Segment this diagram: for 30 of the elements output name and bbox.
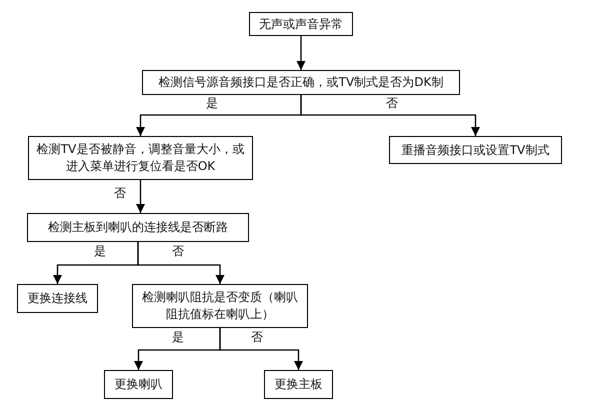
edge-label: 否 <box>112 186 128 200</box>
box-text: 检测TV是否被静音，调整音量大小，或进入菜单进行复位看是否OK <box>36 141 246 175</box>
box-text: 更换连接线 <box>28 290 88 307</box>
edge-label: 否 <box>170 244 186 258</box>
box-text: 更换主板 <box>274 376 322 393</box>
arrow <box>136 180 146 213</box>
process-box <box>104 370 173 399</box>
edge-label: 是 <box>170 330 186 344</box>
process-box <box>389 136 562 164</box>
process-box <box>132 284 308 328</box>
edge-label: 否 <box>384 96 400 110</box>
process-box <box>17 284 98 313</box>
process-box <box>142 70 460 95</box>
edge-label: 是 <box>204 96 220 110</box>
box-text: 检测主板到喇叭的连接线是否断路 <box>48 219 228 236</box>
box-text: 无声或声音异常 <box>259 16 343 32</box>
box-text: 检测信号源音频接口是否正确，或TV制式是否为DK制 <box>158 74 444 91</box>
edge-label: 否 <box>249 330 265 344</box>
process-box <box>28 136 253 180</box>
box-text: 更换喇叭 <box>114 376 162 393</box>
process-box <box>249 12 353 36</box>
box-text: 重播音频接口或设置TV制式 <box>402 142 550 158</box>
box-text: 检测喇叭阻抗是否变质（喇叭阻抗值标在喇叭上） <box>141 289 299 323</box>
edge-label: 是 <box>92 244 108 258</box>
arrow <box>137 242 225 284</box>
process-box <box>264 370 333 399</box>
arrow <box>300 95 480 136</box>
arrow <box>219 328 304 370</box>
arrow <box>296 36 306 70</box>
process-box <box>27 213 249 242</box>
